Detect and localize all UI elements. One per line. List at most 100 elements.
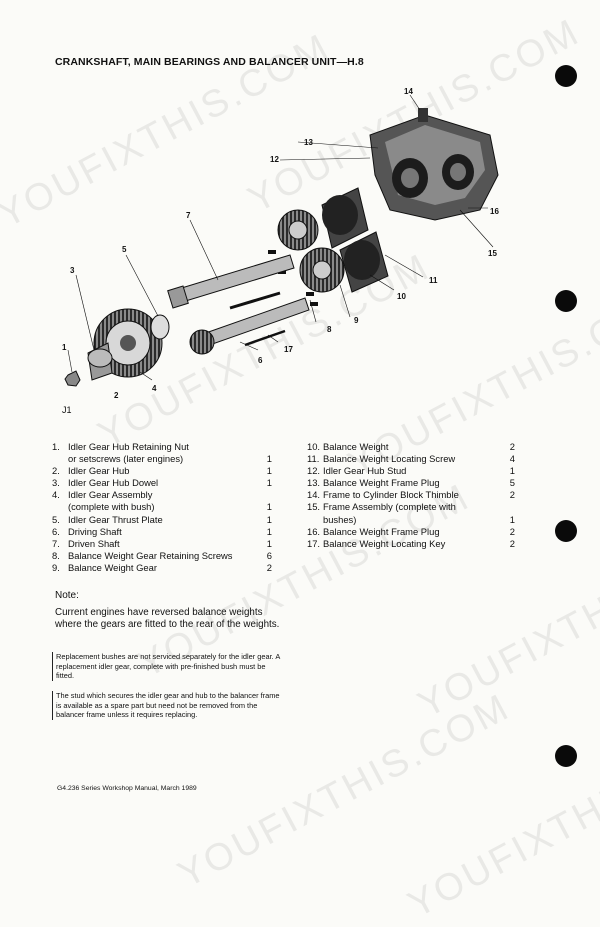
part-number [52,501,68,513]
part-quantity: 1 [266,537,272,549]
note-bushes: Replacement bushes are not serviced sepa… [52,652,284,681]
callout-13: 13 [304,138,313,147]
callout-15: 15 [488,249,497,258]
part-description: Idler Gear Assembly [68,489,153,501]
part-quantity: 1 [266,453,272,465]
part-quantity: 1 [266,525,272,537]
callout-10: 10 [397,292,406,301]
idler-gear-thrust-plate [150,314,170,340]
part-description: bushes) [323,513,357,525]
part-quantity: 2 [509,489,515,501]
part-quantity: 2 [509,525,515,537]
parts-list-item: 16.Balance Weight Frame Plug 2 [307,526,522,538]
callout-8: 8 [327,325,332,334]
callout-6: 6 [258,356,263,365]
part-number: 4. [52,489,60,501]
part-number [307,514,323,526]
callout-14: 14 [404,87,413,96]
part-number: 16. [307,525,321,537]
part-quantity: 1 [266,513,272,525]
part-number: 5. [52,513,60,525]
part-number: 8. [52,549,60,561]
punch-hole-1 [555,65,577,87]
part-quantity: 1 [509,465,515,477]
part-description: Idler Gear Hub Retaining Nut [68,441,189,452]
parts-list-item: bushes) 1 [307,514,522,526]
page-title: CRANKSHAFT, MAIN BEARINGS AND BALANCER U… [55,56,364,68]
callout-4: 4 [152,384,157,393]
parts-list-item: 10.Balance Weight 2 [307,441,522,453]
callout-12: 12 [270,155,279,164]
punch-hole-4 [555,745,577,767]
part-number: 6. [52,525,60,537]
parts-list-item: 3. Idler Gear Hub Dowel 1 [52,477,272,489]
parts-list-item: 5. Idler Gear Thrust Plate 1 [52,514,272,526]
callout-3: 3 [70,266,75,275]
part-number: 15. [307,501,321,513]
part-number: 7. [52,537,60,549]
parts-list-item: 6. Driving Shaft 1 [52,526,272,538]
part-number [52,453,68,465]
part-quantity: 5 [509,477,515,489]
part-number: 13. [307,477,321,489]
idler-gear-hub-nut [64,370,81,387]
parts-list-item: 13.Balance Weight Frame Plug 5 [307,477,522,489]
part-description: Frame Assembly (complete with [323,501,456,513]
parts-list-item: (complete with bush) 1 [52,501,272,513]
callout-16: 16 [490,207,499,216]
parts-list-item: 1.Idler Gear Hub Retaining Nut [52,441,272,453]
parts-list-item: 17.Balance Weight Locating Key 2 [307,538,522,550]
part-description: Balance Weight Frame Plug [323,477,440,489]
page-footer: G4.236 Series Workshop Manual, March 198… [57,785,197,792]
note-body: Current engines have reversed balance we… [55,607,280,631]
frame-assembly [369,108,499,221]
part-number: 3. [52,477,60,489]
part-description: Idler Gear Thrust Plate [68,513,163,525]
part-description: Balance Weight Locating Screw [323,453,456,465]
part-quantity: 2 [509,537,515,549]
callout-17: 17 [284,345,293,354]
callout-1: 1 [62,343,67,352]
callout-5: 5 [122,245,127,254]
part-quantity: 2 [509,441,515,452]
part-quantity: 2 [266,561,272,573]
part-quantity: 1 [266,477,272,489]
driving-shaft [189,297,310,355]
part-description: Balance Weight Frame Plug [323,525,440,537]
figure-code: J1 [62,405,72,415]
part-number: 11. [307,453,320,465]
driven-shaft [167,254,295,309]
part-description: Driving Shaft [68,525,122,537]
part-number: 10. [307,441,321,452]
part-number: 9. [52,561,60,573]
callout-7: 7 [186,211,191,220]
part-description: Balance Weight Gear [68,561,157,573]
part-description: Frame to Cylinder Block Thimble [323,489,459,501]
part-number: 17. [307,537,321,549]
part-description: Balance Weight [323,441,389,452]
part-description: Idler Gear Hub [68,465,130,477]
part-quantity: 1 [509,513,515,525]
part-quantity: 1 [266,501,272,513]
parts-list-item: 4. Idler Gear Assembly [52,489,272,501]
part-description: Idler Gear Hub Dowel [68,477,159,489]
part-description: (complete with bush) [68,501,155,513]
part-description: Balance Weight Locating Key [323,537,446,549]
punch-hole-3 [555,520,577,542]
parts-list-item: 11.Balance Weight Locating Screw 4 [307,453,522,465]
callout-2: 2 [114,391,119,400]
part-quantity: 4 [509,453,515,465]
parts-list-item: 15.Frame Assembly (complete with [307,501,522,513]
part-number: 14. [307,489,321,501]
note-heading: Note: [55,590,79,601]
part-number: 2. [52,465,60,477]
part-number: 12. [307,465,321,477]
exploded-diagram: 1 2 3 4 5 6 7 8 9 10 11 12 13 14 15 16 1… [62,87,499,400]
note-stud: The stud which secures the idler gear an… [52,691,284,720]
callout-9: 9 [354,316,359,325]
part-description: or setscrews (later engines) [68,453,184,465]
